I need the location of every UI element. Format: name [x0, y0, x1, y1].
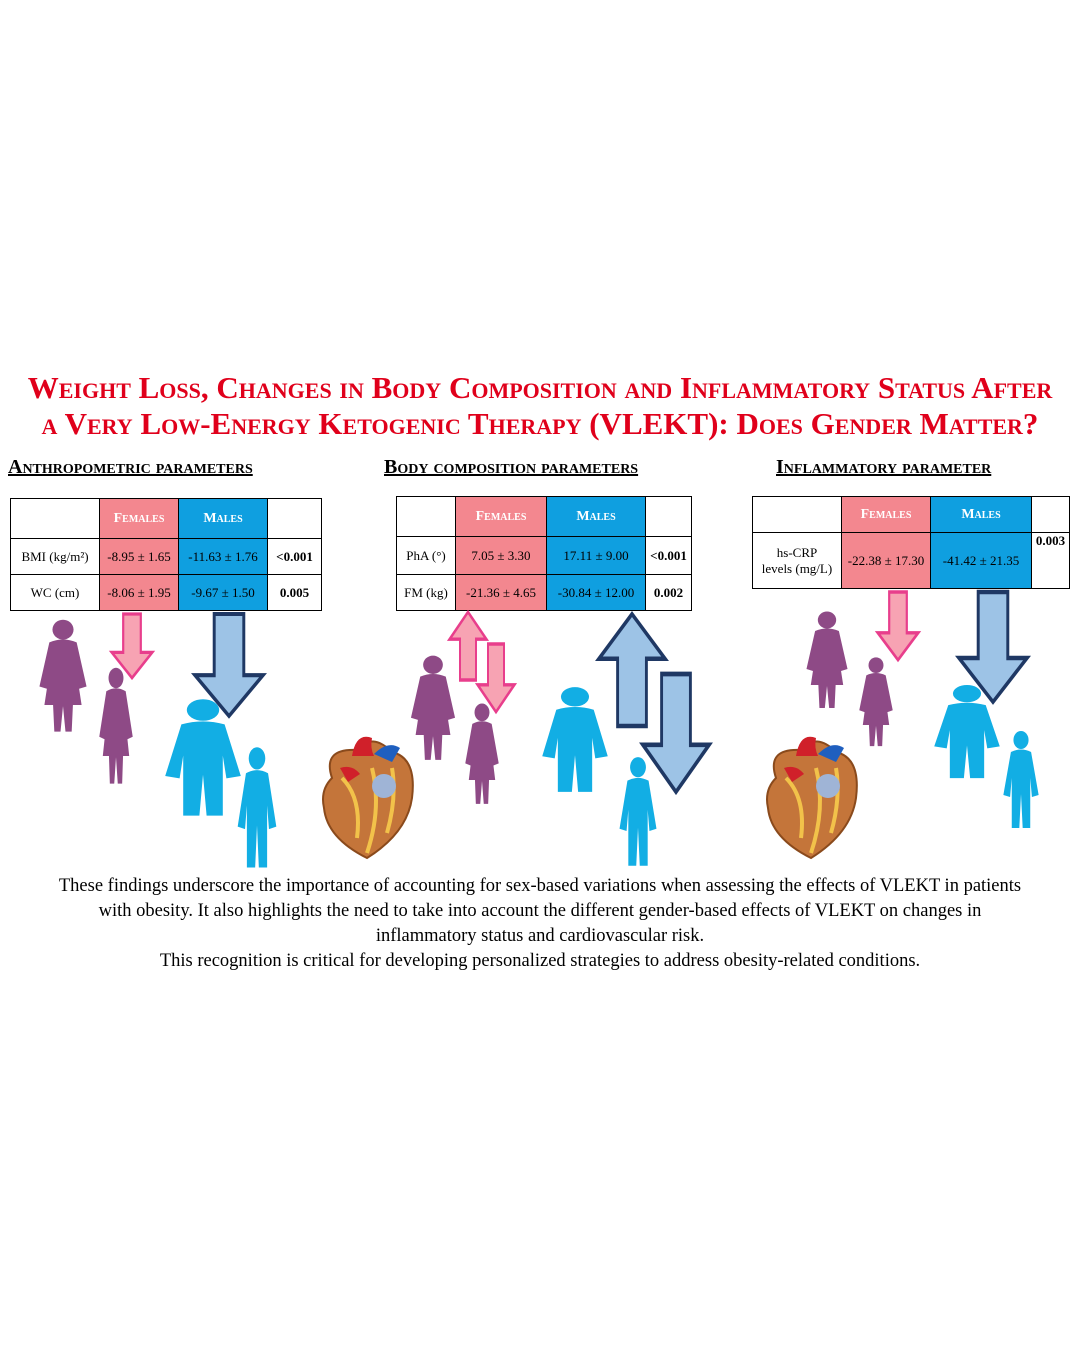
arrow-up-icon	[599, 614, 665, 726]
title-line-2: a Very Low-Energy Ketogenic Therapy (VLE…	[41, 406, 1039, 441]
females-value: -8.95 ± 1.65	[99, 538, 179, 575]
param-cell: WC (cm)	[10, 574, 100, 611]
anthropometric-heading: Anthropometric parameters	[8, 456, 253, 478]
paper-title: Weight Loss, Changes in Body Composition…	[0, 370, 1080, 442]
p-header-cell	[645, 496, 692, 537]
males-value: -41.42 ± 21.35	[930, 532, 1032, 589]
conclusion-text: These findings underscore the importance…	[0, 874, 1080, 974]
p-value: 0.003	[1031, 532, 1070, 589]
arrow-up-icon	[447, 610, 489, 682]
person-female-icon	[410, 655, 456, 760]
conclusion-line-1: These findings underscore the importance…	[58, 876, 1022, 896]
param-line-1: hs-CRP	[776, 544, 818, 560]
header-empty-cell	[752, 496, 842, 533]
females-value: -8.06 ± 1.95	[99, 574, 179, 611]
table-row: PhA (°) 7.05 ± 3.30 17.11 ± 9.00 <0.001	[396, 536, 692, 575]
conclusion-line-3: inflammatory status and cardiovascular r…	[375, 926, 705, 946]
females-value: 7.05 ± 3.30	[455, 536, 547, 575]
conclusion-line-4: This recognition is critical for develop…	[159, 951, 921, 971]
param-cell: BMI (kg/m²)	[10, 538, 100, 575]
males-value: 17.11 ± 9.00	[546, 536, 646, 575]
p-value: 0.005	[267, 574, 322, 611]
person-female-icon	[806, 611, 848, 708]
females-header: Females	[841, 496, 931, 533]
param-cell: FM (kg)	[396, 574, 456, 611]
arrow-down-icon	[643, 674, 709, 792]
p-header-cell	[267, 498, 322, 539]
table-row: hs-CRP levels (mg/L) -22.38 ± 17.30 -41.…	[752, 532, 1070, 589]
inflammatory-table: Females Males hs-CRP levels (mg/L) -22.3…	[752, 496, 1070, 589]
table-row: BMI (kg/m²) -8.95 ± 1.65 -11.63 ± 1.76 <…	[10, 538, 322, 575]
p-value: <0.001	[267, 538, 322, 575]
table-row: WC (cm) -8.06 ± 1.95 -9.67 ± 1.50 0.005	[10, 574, 322, 611]
conclusion-line-2: with obesity. It also highlights the nee…	[98, 901, 982, 921]
person-female-icon	[99, 667, 133, 784]
person-female-icon	[39, 619, 87, 732]
body-composition-illustration	[321, 610, 730, 866]
body-composition-heading: Body composition parameters	[384, 456, 639, 478]
females-header: Females	[99, 498, 179, 539]
person-female-icon	[859, 657, 893, 747]
header-empty-cell	[10, 498, 100, 539]
arrow-down-icon	[876, 590, 920, 662]
person-female-icon	[465, 703, 499, 804]
header-empty-cell	[396, 496, 456, 537]
param-cell: PhA (°)	[396, 536, 456, 575]
males-header: Males	[546, 496, 646, 537]
p-value: <0.001	[645, 536, 692, 575]
param-cell: hs-CRP levels (mg/L)	[752, 532, 842, 589]
inflammatory-heading: Inflammatory parameter	[776, 456, 992, 478]
anthropometric-table: Females Males BMI (kg/m²) -8.95 ± 1.65 -…	[10, 498, 322, 611]
males-value: -9.67 ± 1.50	[178, 574, 268, 611]
inflammatory-illustration	[765, 588, 1039, 860]
title-line-1: Weight Loss, Changes in Body Composition…	[27, 370, 1053, 405]
males-header: Males	[178, 498, 268, 539]
males-value: -30.84 ± 12.00	[546, 574, 646, 611]
p-header-cell	[1031, 496, 1070, 533]
males-value: -11.63 ± 1.76	[178, 538, 268, 575]
person-male-icon	[542, 687, 608, 792]
param-line-2: levels (mg/L)	[761, 560, 833, 576]
person-male-icon	[237, 747, 277, 868]
person-male-icon	[619, 757, 657, 866]
p-value: 0.002	[645, 574, 692, 611]
table-row: FM (kg) -21.36 ± 4.65 -30.84 ± 12.00 0.0…	[396, 574, 692, 611]
females-value: -22.38 ± 17.30	[841, 532, 931, 589]
heart-icon	[765, 734, 859, 860]
heart-icon	[321, 734, 415, 860]
females-value: -21.36 ± 4.65	[455, 574, 547, 611]
person-male-icon	[1003, 731, 1039, 828]
body-composition-table: Females Males PhA (°) 7.05 ± 3.30 17.11 …	[396, 496, 692, 611]
females-header: Females	[455, 496, 547, 537]
males-header: Males	[930, 496, 1032, 533]
arrow-down-icon	[475, 642, 517, 714]
